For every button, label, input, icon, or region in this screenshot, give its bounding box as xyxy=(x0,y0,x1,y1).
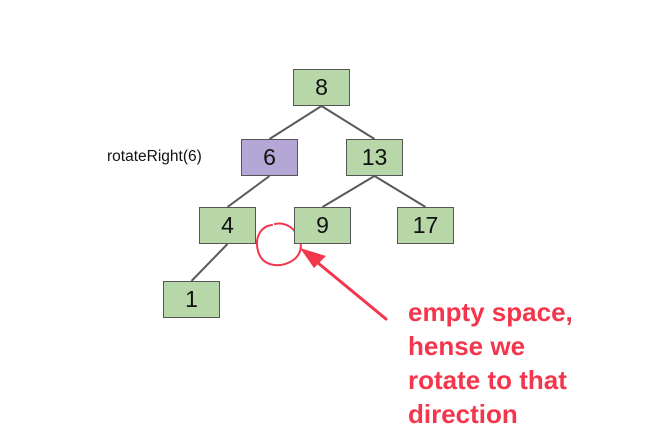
node-label: 17 xyxy=(412,212,439,238)
tree-edge xyxy=(268,105,323,140)
node-label: 6 xyxy=(263,144,276,170)
tree-node-13: 13 xyxy=(346,139,403,176)
tree-edge xyxy=(373,175,427,208)
annotation-line: rotate to that xyxy=(408,365,567,395)
tree-node-17: 17 xyxy=(397,207,454,244)
tree-edges xyxy=(190,105,427,282)
tree-node-9: 9 xyxy=(294,207,351,244)
annotation-text: empty space, hense we rotate to that dir… xyxy=(408,295,573,431)
tree-node-4: 4 xyxy=(199,207,256,244)
annotation-arrow-head xyxy=(300,248,326,268)
tree-edge xyxy=(320,105,376,140)
annotation-line: empty space, xyxy=(408,297,573,327)
tree-node-1: 1 xyxy=(163,281,220,318)
node-label: 8 xyxy=(315,74,328,100)
tree-edge xyxy=(321,175,376,208)
rotate-call-label: rotateRight(6) xyxy=(107,148,202,165)
tree-node-8: 8 xyxy=(293,69,350,106)
annotation-line: hense we xyxy=(408,331,526,361)
annotation-arrow-shaft xyxy=(310,256,388,321)
annotation-line: direction xyxy=(408,399,518,429)
empty-space-circle xyxy=(256,222,302,267)
node-label: 9 xyxy=(316,212,329,238)
node-label: 1 xyxy=(185,286,198,312)
node-label: 13 xyxy=(361,144,388,170)
tree-edge xyxy=(190,243,229,282)
tree-edge xyxy=(226,175,271,208)
node-label: 4 xyxy=(221,212,234,238)
tree-node-6: 6 xyxy=(241,139,298,176)
